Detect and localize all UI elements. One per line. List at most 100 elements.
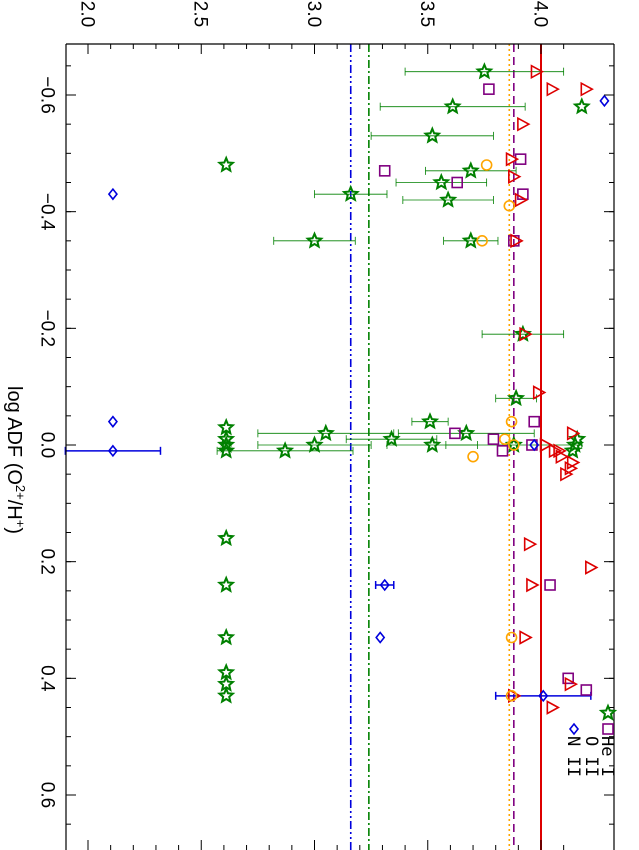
he-i-square-marker <box>451 176 463 189</box>
o-ii-circle-marker <box>480 159 493 171</box>
he-i-star-marker <box>432 172 451 191</box>
o-ii-triangle-marker <box>564 676 579 692</box>
he-i-square-marker <box>528 415 541 428</box>
legend-label: N II <box>563 736 583 777</box>
y-tick-label: 3.0 <box>303 1 324 27</box>
y-tick-label: 4.0 <box>529 1 550 27</box>
o-ii-triangle-marker <box>505 151 520 167</box>
o-ii-triangle-marker <box>517 116 531 132</box>
he-i-star-marker <box>305 231 324 249</box>
he-i-square-marker <box>483 83 495 95</box>
n-ii-diamond-marker <box>107 187 118 201</box>
he-i-star-marker <box>461 161 480 179</box>
he-i-star-marker <box>572 97 591 115</box>
o-ii-triangle-marker <box>566 455 581 470</box>
he-i-star-marker <box>457 423 476 442</box>
legend: He IO IIN II <box>563 703 618 777</box>
y-tick-label: 2.5 <box>190 1 211 27</box>
x-axis-title: log ADF (O2+/H+) <box>3 386 28 534</box>
o-ii-triangle-marker <box>526 577 540 593</box>
x-tick-label: −0.6 <box>36 76 57 114</box>
x-axis-title-part2: /H <box>3 500 25 520</box>
y-tick-label: 2.0 <box>76 1 97 27</box>
o-ii-triangle-marker <box>585 560 599 575</box>
he-i-square-marker <box>449 427 461 440</box>
he-i-star-marker <box>316 423 336 442</box>
he-i-square-marker <box>517 188 529 200</box>
he-i-square-marker <box>580 684 593 696</box>
he-i-square-marker <box>562 672 574 685</box>
he-i-star-marker <box>275 441 295 459</box>
o-ii-triangle-marker <box>580 81 594 97</box>
he-i-star-marker <box>439 190 458 208</box>
he-i-star-marker <box>563 441 582 459</box>
he-i-square-marker <box>514 153 527 165</box>
he-i-star-marker <box>305 435 324 453</box>
o-ii-circle-marker <box>503 200 516 212</box>
he-i-star-marker <box>475 62 494 80</box>
data-markers <box>107 62 610 715</box>
o-ii-triangle-marker <box>546 81 560 97</box>
x-axis-title-part1: log ADF (O <box>3 386 25 485</box>
o-ii-triangle-marker <box>508 169 522 185</box>
o-ii-circle-marker <box>498 433 511 445</box>
error-bars <box>64 67 592 700</box>
he-i-star-marker <box>420 412 440 430</box>
he-i-star-marker <box>216 155 236 173</box>
o-ii-triangle-marker <box>555 449 570 465</box>
he-i-square-marker <box>602 723 614 735</box>
n-ii-diamond-marker <box>107 415 118 428</box>
plot-axes <box>65 43 615 850</box>
o-ii-triangle-marker <box>514 192 529 208</box>
n-ii-diamond-marker <box>379 578 390 592</box>
x-axis-title-sup2: + <box>13 520 28 528</box>
x-tick-label: 0.2 <box>36 548 57 574</box>
he-i-star-marker <box>423 435 442 453</box>
o-ii-triangle-marker <box>548 443 563 459</box>
o-ii-triangle-marker <box>532 385 547 400</box>
o-ii-circle-marker <box>505 631 518 644</box>
he-i-star-marker <box>216 528 236 547</box>
legend-label: O II <box>581 736 601 777</box>
n-ii-diamond-marker <box>107 444 118 458</box>
n-ii-diamond-marker <box>568 722 580 736</box>
o-ii-circle-marker <box>476 235 488 247</box>
o-ii-triangle-marker <box>523 536 538 552</box>
he-i-star-marker <box>216 627 236 646</box>
he-i-star-marker <box>506 388 526 407</box>
x-tick-label: −0.4 <box>36 193 57 231</box>
he-i-square-marker <box>378 165 391 177</box>
he-i-star-marker <box>216 575 236 593</box>
he-i-star-marker <box>382 429 401 447</box>
he-i-star-marker <box>598 703 618 721</box>
he-i-star-marker <box>423 126 442 144</box>
o-ii-triangle-marker <box>564 460 579 476</box>
o-ii-triangle-marker <box>519 326 533 342</box>
o-ii-circle-marker <box>505 415 518 428</box>
x-tick-label: −0.2 <box>36 310 57 348</box>
he-i-star-marker <box>216 441 236 459</box>
x-tick-label: 0.0 <box>36 432 57 458</box>
he-i-square-marker <box>487 433 500 445</box>
o-ii-triangle-marker <box>510 233 524 249</box>
n-ii-diamond-marker <box>538 689 549 703</box>
he-i-star-marker <box>341 184 360 202</box>
o-ii-triangle-marker <box>546 700 560 715</box>
x-tick-label: 0.6 <box>36 782 57 808</box>
o-ii-triangle-marker <box>519 630 533 645</box>
he-i-star-marker <box>443 97 462 115</box>
he-i-square-marker <box>526 439 538 451</box>
x-tick-label: 0.4 <box>36 665 57 692</box>
n-ii-diamond-marker <box>529 438 540 452</box>
o-ii-triangle-marker <box>530 64 545 80</box>
o-ii-triangle-marker <box>566 425 581 441</box>
o-ii-triangle-marker <box>539 437 554 453</box>
n-ii-diamond-marker <box>375 631 386 644</box>
x-axis-title-sup1: 2+ <box>13 485 28 500</box>
legend-label: He I <box>597 736 617 777</box>
n-ii-diamond-marker <box>599 94 610 108</box>
he-i-square-marker <box>496 445 509 457</box>
x-axis-title-part3: ) <box>3 527 25 534</box>
